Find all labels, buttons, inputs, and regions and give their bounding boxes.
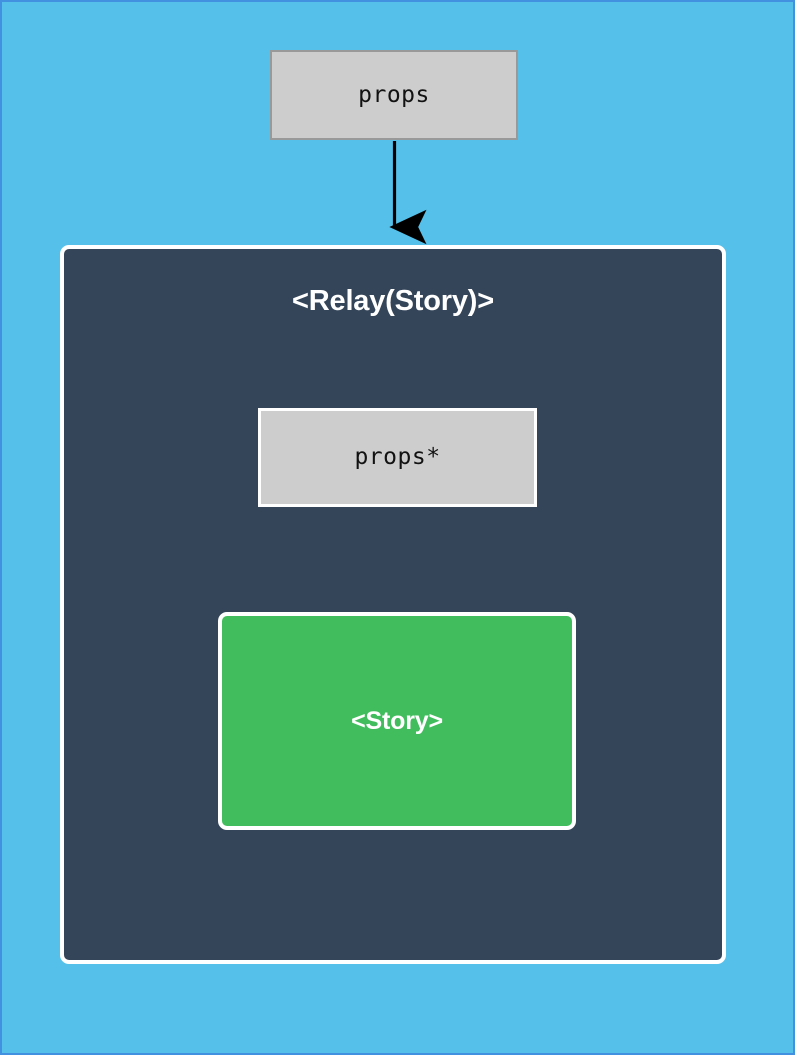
node-props-star-label: props*	[354, 444, 441, 470]
node-story[interactable]: <Story>	[218, 612, 576, 830]
node-props-star[interactable]: props*	[258, 408, 537, 507]
node-props[interactable]: props	[270, 50, 518, 140]
node-props-label: props	[358, 81, 430, 108]
node-relay-container-label: <Relay(Story)>	[292, 285, 494, 317]
node-story-label: <Story>	[351, 706, 443, 735]
node-relay-container[interactable]: <Relay(Story)> props* <Story>	[60, 245, 726, 964]
